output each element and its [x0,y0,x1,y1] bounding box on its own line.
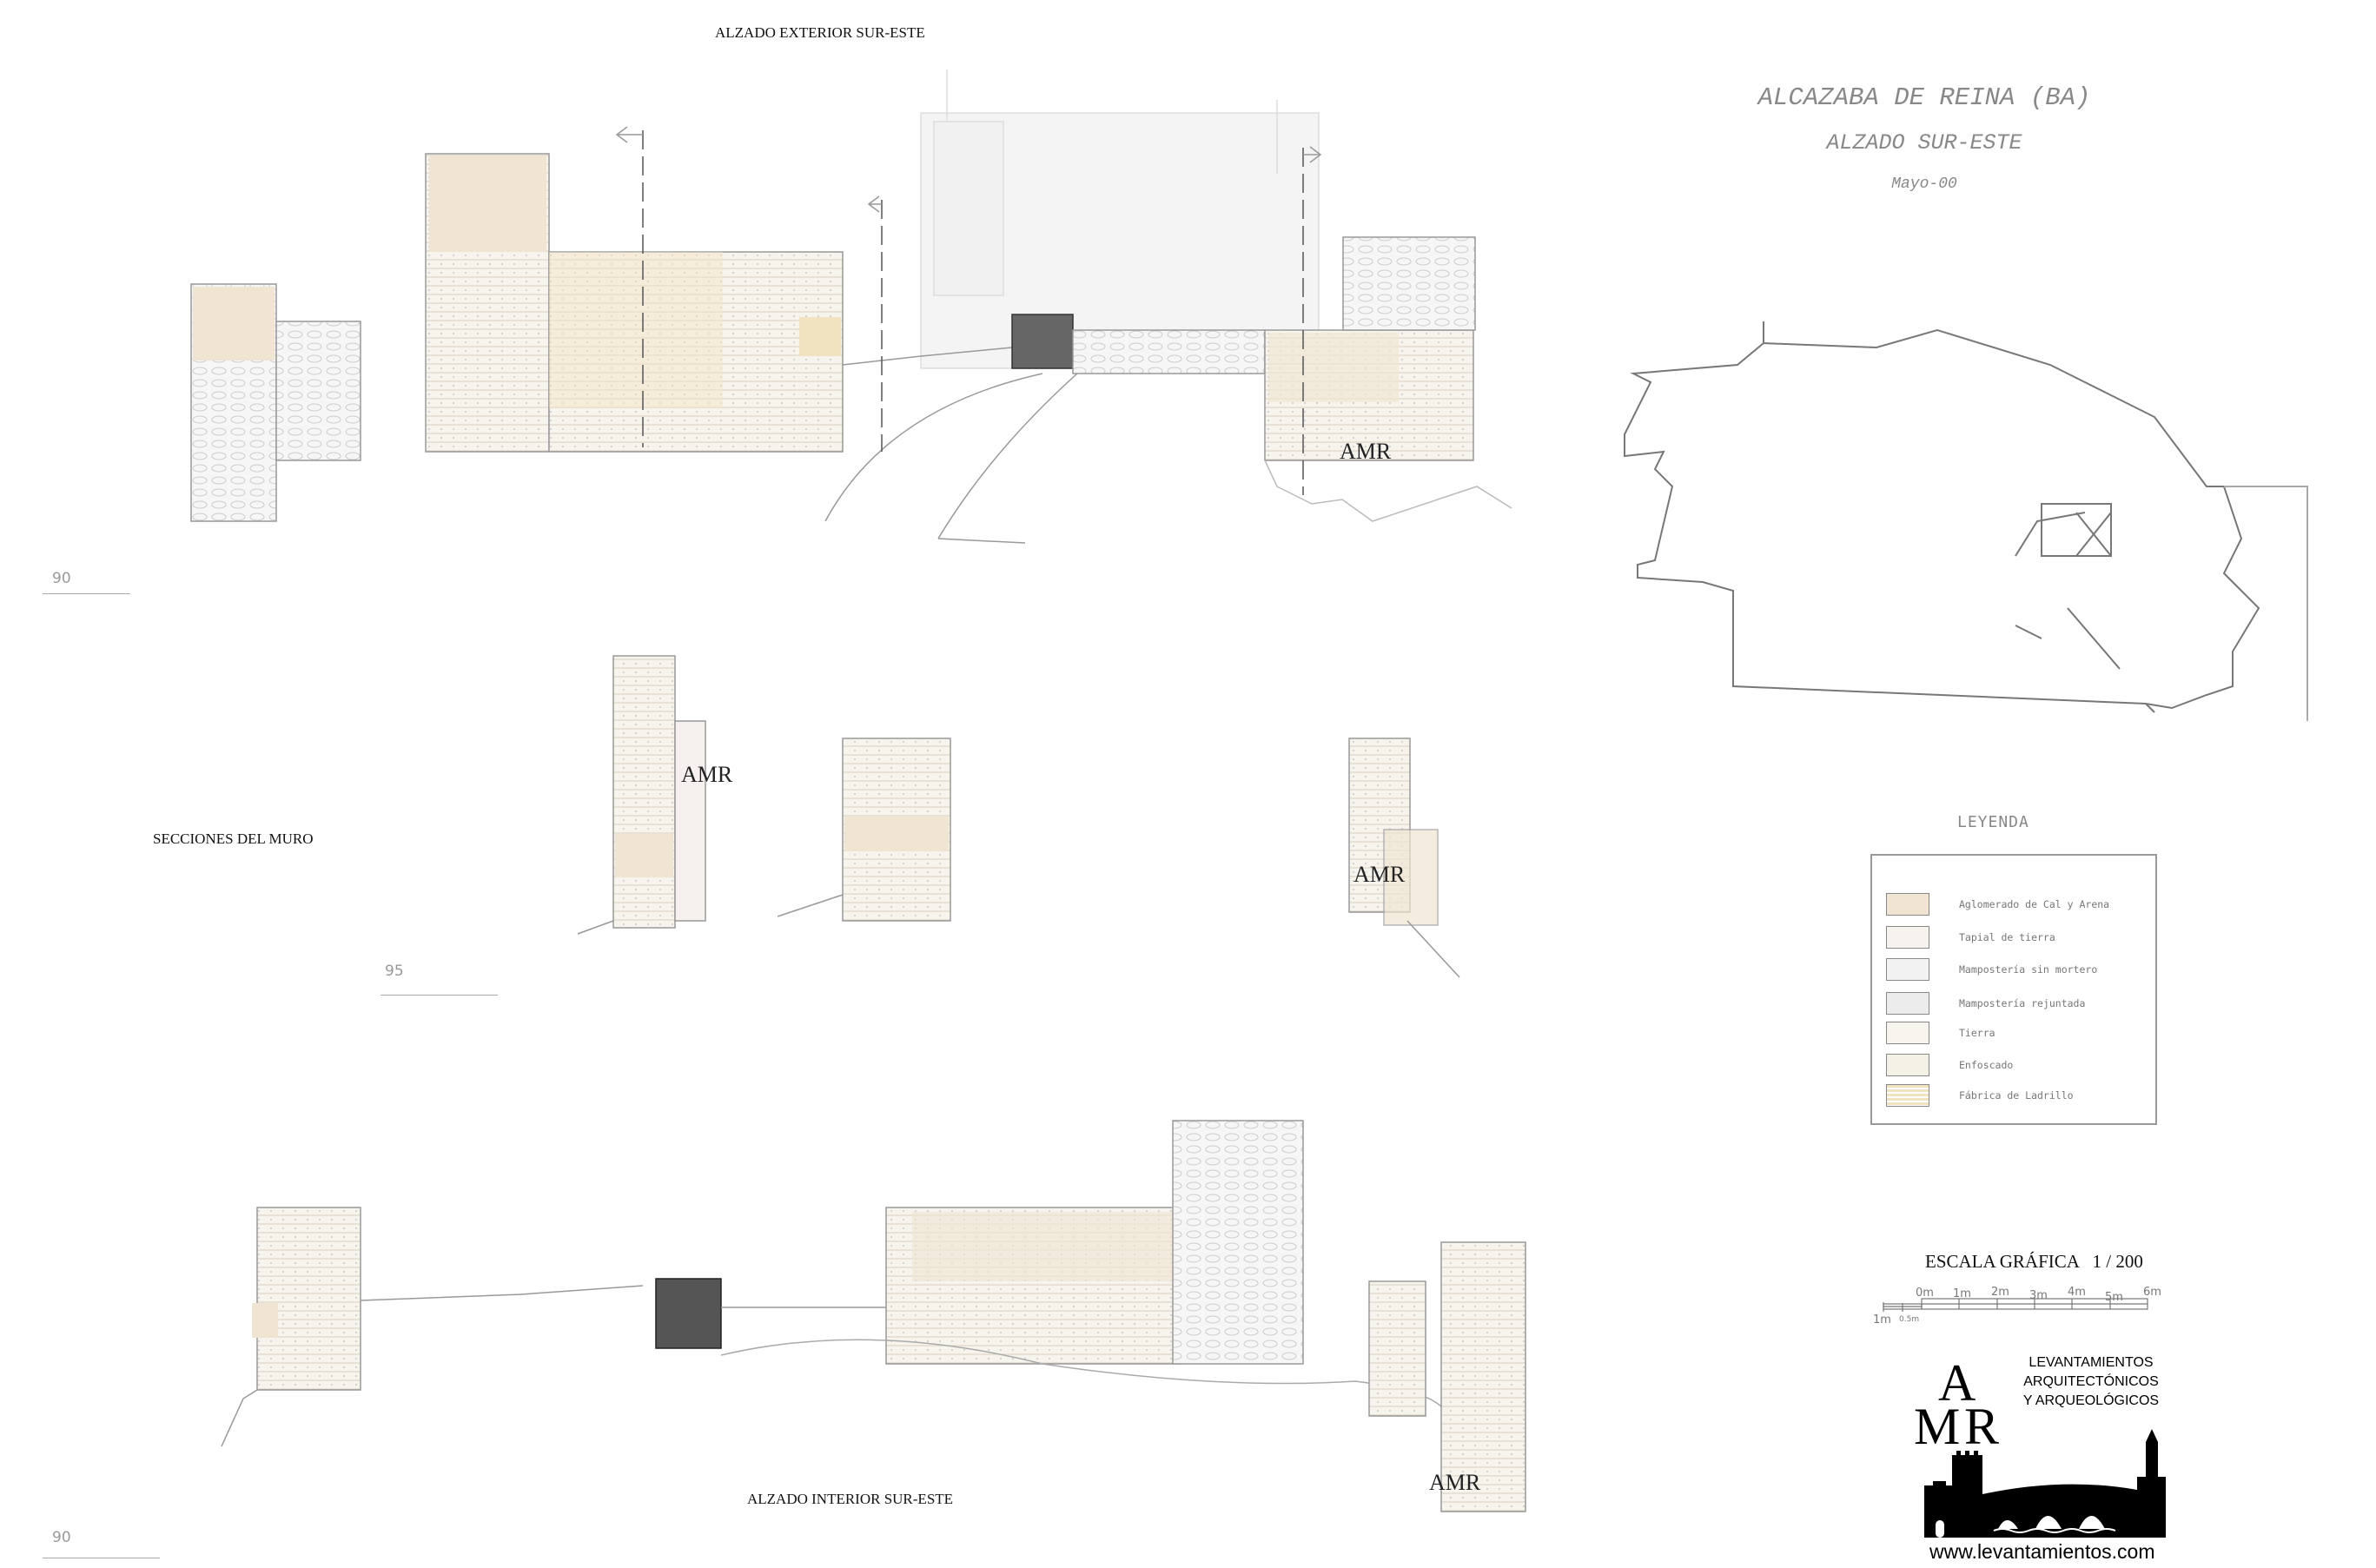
watermark: AMR [1340,439,1392,464]
level-label: 90 [52,570,71,587]
company-url[interactable]: www.levantamientos.com [1929,1540,2155,1563]
legend-swatch [1886,893,1929,916]
scale-subtick: 1m [1873,1313,1891,1327]
sections-caption: SECCIONES DEL MURO [153,830,314,847]
legend-item: Aglomerado de Cal y Arena [1886,892,2109,916]
legend-label: Tierra [1959,1027,1995,1039]
exterior-caption: ALZADO EXTERIOR SUR-ESTE [715,24,925,41]
left-block [275,321,361,461]
legend-item: Tapial de tierra [1886,925,2055,949]
company-name: LEVANTAMIENTOS ARQUITECTÓNICOS Y ARQUEOL… [2004,1353,2178,1411]
svg-text:M: M [1914,1398,1960,1455]
scale-tick: 3m [2029,1289,2048,1302]
legend-swatch [1886,1054,1929,1076]
legend-swatch [1886,926,1929,949]
left-tower-int [256,1207,361,1391]
drawing-title: ALCAZABA DE REINA (BA) [1757,83,2091,112]
legend-label: Tapial de tierra [1959,931,2055,943]
scale-bar [1883,1298,2148,1312]
legend-label: Fábrica de Ladrillo [1959,1089,2074,1102]
watermark: AMR [681,762,733,787]
scale-tick: 0m [1916,1287,1934,1300]
level-line [43,593,130,594]
watermark: AMR [1429,1470,1481,1495]
scale-tick: 6m [2143,1286,2161,1299]
legend-box: Aglomerado de Cal y Arena Tapial de tier… [1870,854,2157,1125]
interior-elevation [221,1120,1526,1512]
logo-line: Y ARQUEOLÓGICOS [2022,1393,2160,1408]
church-tower [933,121,1004,296]
right-tower [1342,236,1476,331]
legend-swatch [1886,992,1929,1015]
legend-swatch [1886,1022,1929,1044]
main-wall [548,251,844,453]
legend-item: Mampostería rejuntada [1886,991,2085,1016]
legend-item: Tierra [1886,1021,1995,1045]
exterior-elevation [190,69,1512,544]
legend-title: LEYENDA [1957,813,2029,831]
legend-swatch [1886,958,1929,981]
right-tower-int [1440,1241,1526,1512]
small-tower-int [1368,1280,1426,1417]
section-1 [612,655,676,929]
scale-title: ESCALA GRÁFICA 1 / 200 [1925,1251,2143,1272]
scale-subtick: 0.5m [1899,1315,1920,1324]
level-label: 90 [52,1529,71,1546]
legend-label: Aglomerado de Cal y Arena [1959,898,2110,910]
interior-caption: ALZADO INTERIOR SUR-ESTE [747,1491,954,1507]
svg-text:R: R [1964,1398,1999,1455]
drawing-date: Mayo-00 [1891,175,1957,193]
logo-line: LEVANTAMIENTOS [2029,1355,2154,1370]
drawing-subtitle: ALZADO SUR-ESTE [1826,130,2022,155]
legend-item: Enfoscado [1886,1053,2013,1077]
scale-tick: 2m [1991,1286,2009,1299]
legend-item: Mampostería sin mortero [1886,957,2097,982]
scale-tick: 5m [2105,1291,2123,1304]
company-logo: A M R LEVANTAMIENTOS ARQUITECTÓNICOS Y A… [1907,1353,2185,1568]
legend-label: Mampostería sin mortero [1959,963,2098,976]
site-plan [1624,321,2308,721]
scale-tick: 1m [1953,1287,1971,1300]
scale-tick: 4m [2068,1286,2086,1299]
level-line [381,995,498,996]
tall-block [1172,1120,1304,1365]
legend-item: Fábrica de Ladrillo [1886,1083,2074,1108]
level-label: 95 [385,963,404,980]
legend-label: Enfoscado [1959,1059,2014,1071]
logo-graphic: A M R [1914,1354,2166,1538]
gate-int [655,1278,722,1349]
legend-label: Mampostería rejuntada [1959,997,2086,1009]
svg-text:A: A [1938,1354,1976,1412]
amr-watermarks: AMR AMR AMR AMR [681,439,1481,1495]
legend-swatch [1886,1084,1929,1107]
wall-sections [577,655,1460,978]
gate [1011,314,1074,369]
watermark: AMR [1353,862,1406,887]
logo-line: ARQUITECTÓNICOS [2023,1374,2159,1389]
